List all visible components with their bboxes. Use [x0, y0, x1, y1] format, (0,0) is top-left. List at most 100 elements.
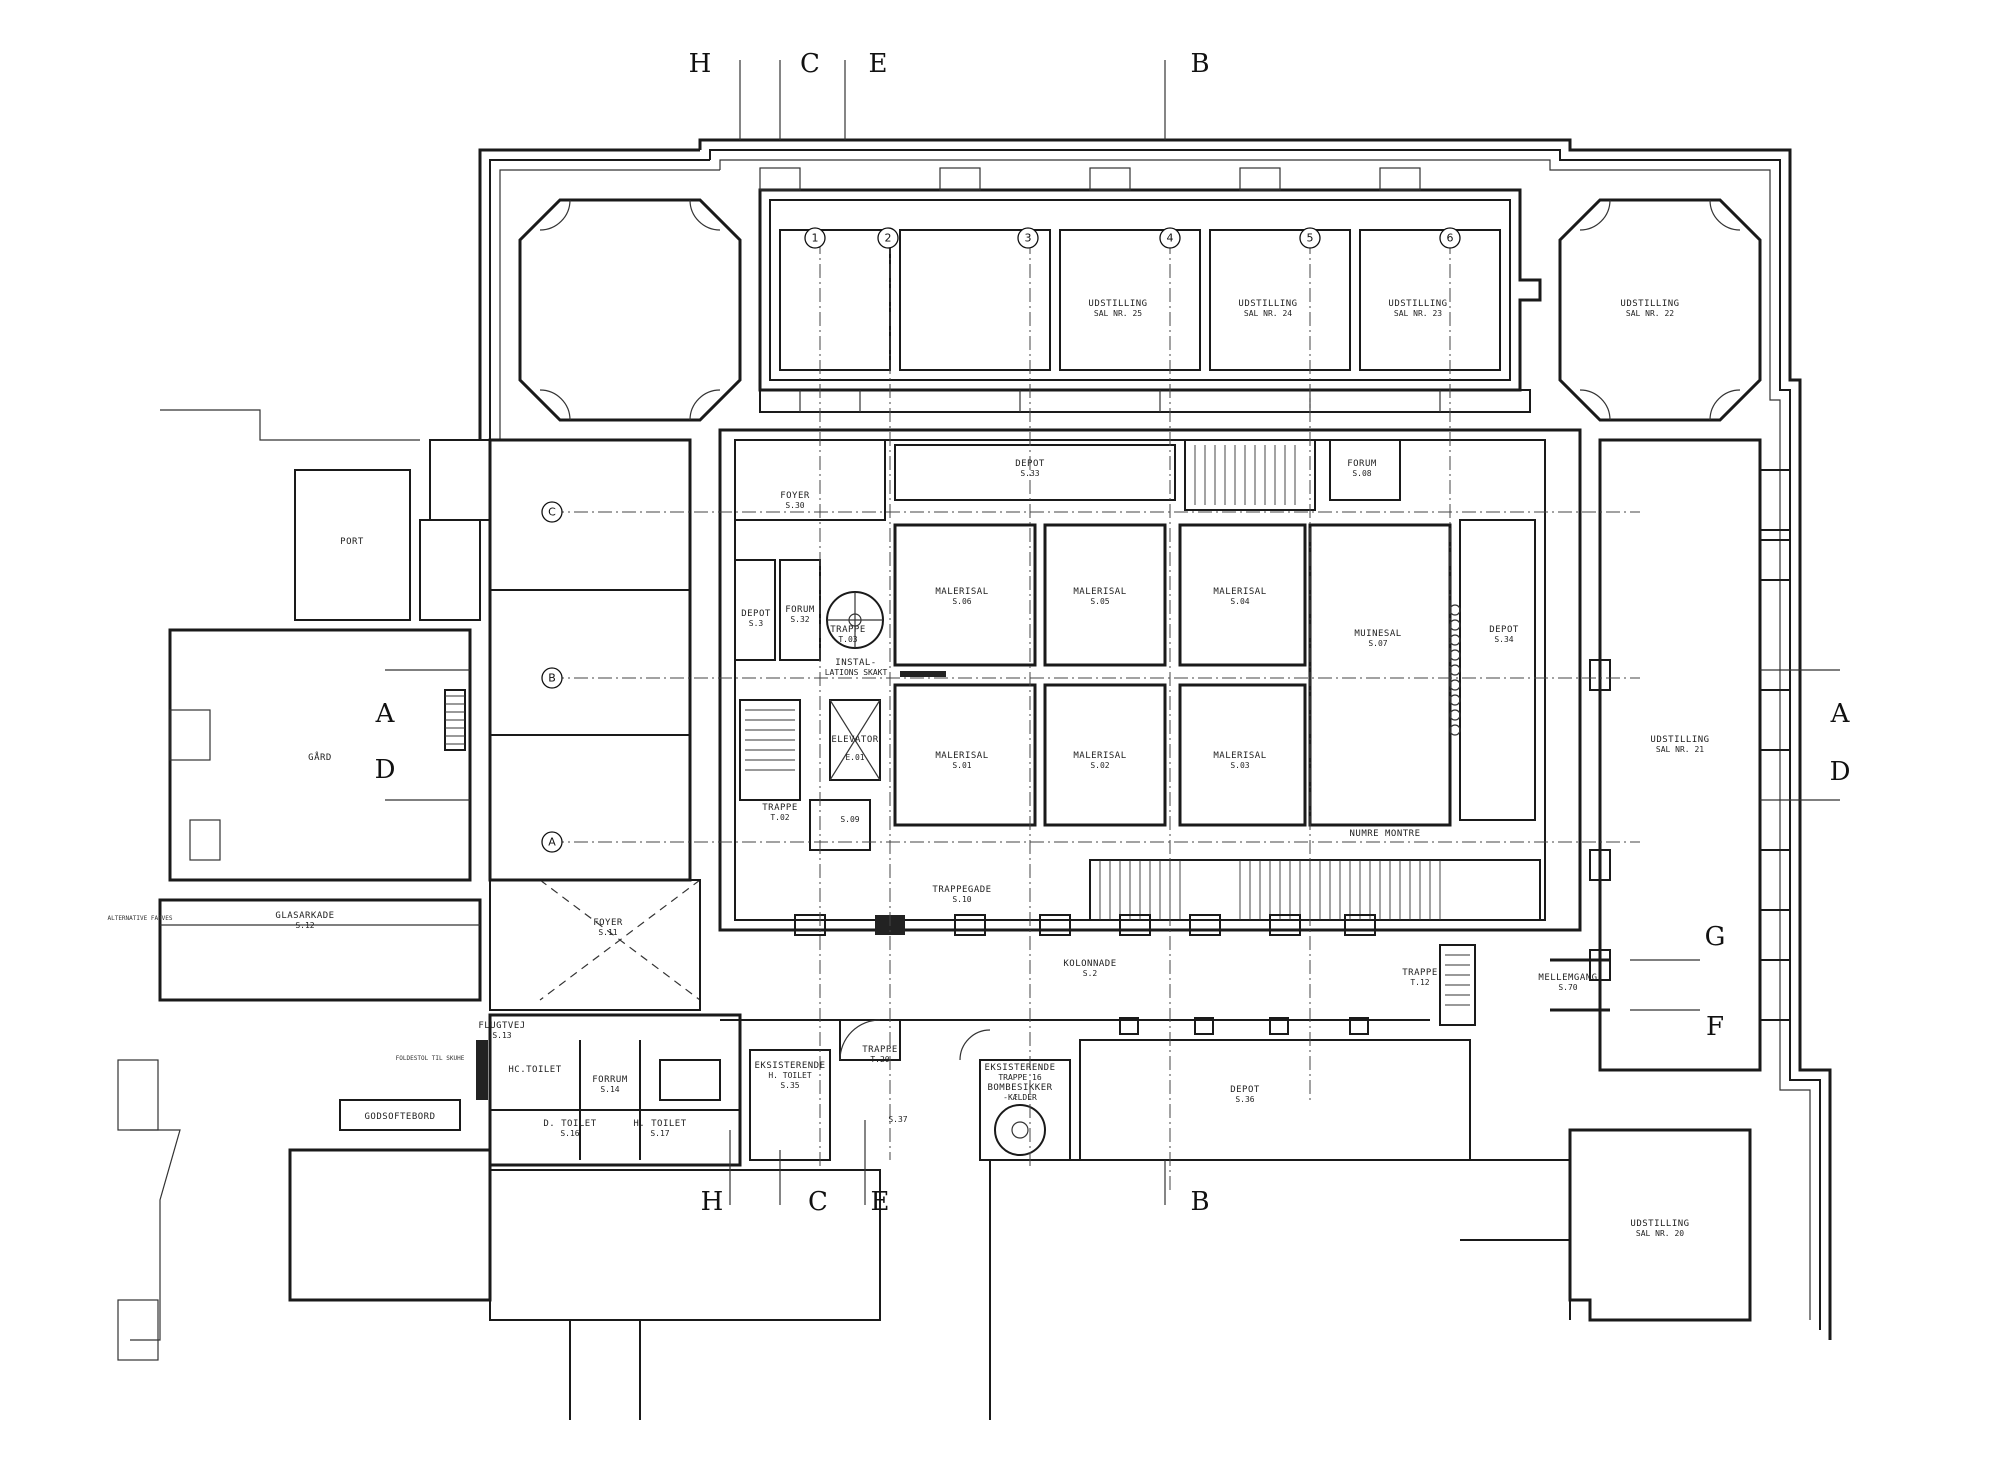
room-foyer-name: FOYER — [593, 918, 623, 928]
svg-text:3: 3 — [1025, 232, 1032, 245]
room-trappe-t02-name: TRAPPE — [762, 803, 798, 813]
section-label-a-right: A — [1830, 699, 1851, 729]
room-depot-s33-num: S.33 — [1020, 469, 1039, 478]
section-label-b-bottom: B — [1190, 1187, 1209, 1217]
section-label-d-right: D — [1830, 757, 1851, 787]
room-depot-s33-name: DEPOT — [1015, 459, 1045, 469]
note-fold: FOLDESTOL TIL SKUHE — [396, 1055, 465, 1062]
section-label-g-right: G — [1705, 922, 1726, 952]
room-malerisal-s03-name: MALERISAL — [1213, 751, 1266, 761]
section-label-f-right: F — [1706, 1012, 1724, 1042]
room-depot-s34-num: S.34 — [1494, 635, 1513, 644]
room-depot-s36-name: DEPOT — [1230, 1085, 1260, 1095]
section-label-h-top: H — [689, 49, 712, 79]
room-malerisal-s01-num: S.01 — [952, 761, 971, 770]
section-label-d-left: D — [375, 755, 396, 785]
room-install-name: INSTAL- — [835, 658, 876, 668]
room-udstilling-22-name: UDSTILLING — [1620, 299, 1679, 309]
top-wing — [758, 167, 1542, 413]
section-lines — [385, 60, 1840, 1205]
room-udstilling-25-num: SAL NR. 25 — [1094, 309, 1142, 318]
room-trappe-t03-name: TRAPPE — [830, 625, 866, 635]
room-trappegade-num: S.10 — [952, 895, 971, 904]
room-flugtvej-num: S.13 — [492, 1031, 511, 1040]
room-muinesal-s07-name: MUINESAL — [1354, 629, 1401, 639]
room-exist-toilet-code: S.35 — [780, 1081, 799, 1090]
left-wing — [117, 409, 881, 1420]
room-trappe-t03-num: T.03 — [838, 635, 857, 644]
outer-walls — [478, 138, 1832, 1340]
section-label-a-left: A — [375, 699, 396, 729]
room-malerisal-s02-name: MALERISAL — [1073, 751, 1126, 761]
room-elevator-name: ELEVATOR — [831, 735, 878, 745]
octagon-right — [1558, 198, 1762, 422]
room-forrum-s14-num: S.14 — [600, 1085, 619, 1094]
trappe-t02-steps — [745, 709, 795, 771]
axis-bubbles: 1 2 3 4 5 6 C B A — [541, 227, 1461, 853]
room-exist-trappe-num: TRAPPE 16 — [998, 1073, 1042, 1082]
room-muinesal-s07-num: S.07 — [1368, 639, 1387, 648]
room-depot-s36-num: S.36 — [1235, 1095, 1254, 1104]
room-udstilling-22-num: SAL NR. 22 — [1626, 309, 1674, 318]
section-label-c-bottom: C — [808, 1187, 828, 1217]
room-numre-montre: NUMRE MONTRE — [1349, 829, 1420, 839]
svg-text:A: A — [548, 836, 556, 849]
room-h-toilet-name: H. TOILET — [633, 1119, 686, 1129]
room-depot-s34-name: DEPOT — [1489, 625, 1519, 635]
axis-6: 6 — [1439, 227, 1461, 249]
axis-3: 3 — [1017, 227, 1039, 249]
right-wing — [1439, 438, 1791, 1072]
note-sub-port: ALTERNATIVE FARVES — [107, 915, 172, 922]
room-udstilling-21-num: SAL NR. 21 — [1656, 745, 1704, 754]
room-depot-s3-num: S.3 — [749, 619, 764, 628]
bottom-centre — [839, 1019, 1071, 1161]
room-s37: S.37 — [888, 1115, 907, 1124]
section-label-c-top: C — [800, 49, 820, 79]
room-d-toilet-num: S.16 — [560, 1129, 579, 1138]
room-hc-toilet: HC.TOILET — [508, 1065, 561, 1075]
room-malerisal-s05-name: MALERISAL — [1073, 587, 1126, 597]
kolonnade — [720, 914, 1430, 1035]
room-trappe-t02-num: T.02 — [770, 813, 789, 822]
room-flugtvej-name: FLUGTVEJ — [478, 1021, 525, 1031]
room-trappe-t12-num: T.12 — [1410, 978, 1429, 987]
room-malerisal-s01-name: MALERISAL — [935, 751, 988, 761]
svg-text:1: 1 — [812, 232, 819, 245]
axis-5: 5 — [1299, 227, 1321, 249]
octagon-left — [518, 198, 742, 422]
room-mellemgang-name: MELLEMGANG — [1538, 973, 1597, 983]
room-foyer-s30-name: FOYER — [780, 491, 810, 501]
room-malerisal-s06-name: MALERISAL — [935, 587, 988, 597]
room-malerisal-s05-num: S.05 — [1090, 597, 1109, 606]
room-foyer-num: S.11 — [598, 928, 617, 937]
room-port: PORT — [340, 537, 364, 547]
room-kolonnade-name: KOLONNADE — [1063, 959, 1116, 969]
room-foyer-s30-num: S.30 — [785, 501, 804, 510]
room-exist-toilet-num: H. TOILET — [768, 1071, 812, 1080]
room-exist-trappe-name: EKSISTERENDE — [984, 1063, 1055, 1073]
room-bomb-shelter-num: -KÆLDER — [1003, 1093, 1037, 1102]
axis-2: 2 — [877, 227, 899, 249]
grid-lines — [550, 240, 1640, 1190]
room-glasarkade-num: S.12 — [295, 921, 314, 930]
room-udstilling-24-name: UDSTILLING — [1238, 299, 1297, 309]
room-forum-s08-num: S.08 — [1352, 469, 1371, 478]
trappegade-stairs — [1089, 859, 1541, 921]
room-mellemgang-num: S.70 — [1558, 983, 1577, 992]
room-glasarkade-name: GLASARKADE — [275, 911, 334, 921]
section-label-b-top: B — [1190, 49, 1209, 79]
room-udstilling-21-name: UDSTILLING — [1650, 735, 1709, 745]
room-forum-s08-name: FORUM — [1347, 459, 1377, 469]
section-label-h-bottom: H — [701, 1187, 724, 1217]
room-d-toilet-name: D. TOILET — [543, 1119, 596, 1129]
section-label-e-top: E — [869, 49, 888, 79]
room-udstilling-24-num: SAL NR. 24 — [1244, 309, 1292, 318]
section-letters-right: A D G F — [1705, 699, 1851, 1042]
room-h-toilet-num: S.17 — [650, 1129, 669, 1138]
room-exist-toilet-name: EKSISTERENDE — [754, 1061, 825, 1071]
svg-text:2: 2 — [885, 232, 892, 245]
room-udstilling-20-num: SAL NR. 20 — [1636, 1229, 1684, 1238]
svg-text:4: 4 — [1167, 232, 1174, 245]
axis-4: 4 — [1159, 227, 1181, 249]
gaard-steps — [445, 695, 465, 745]
